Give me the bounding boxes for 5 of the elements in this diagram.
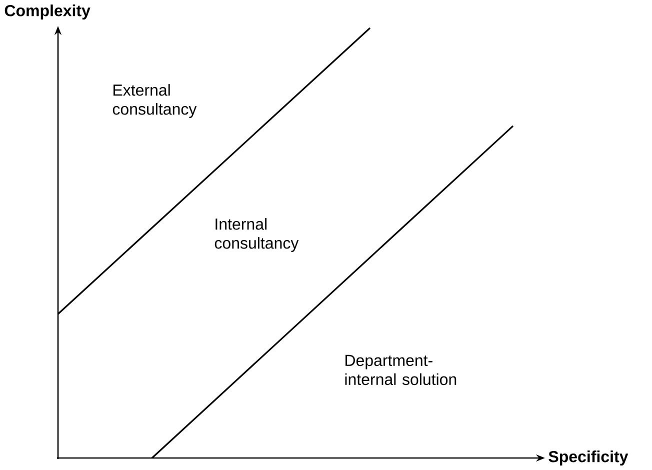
- region-label: External consultancy: [112, 84, 197, 118]
- axis-title: Specificity: [548, 450, 628, 466]
- region-label: Department-internal solution: [345, 354, 456, 386]
- region-label: Internal consultancy: [214, 218, 299, 252]
- axis-title: Complexity: [4, 4, 90, 20]
